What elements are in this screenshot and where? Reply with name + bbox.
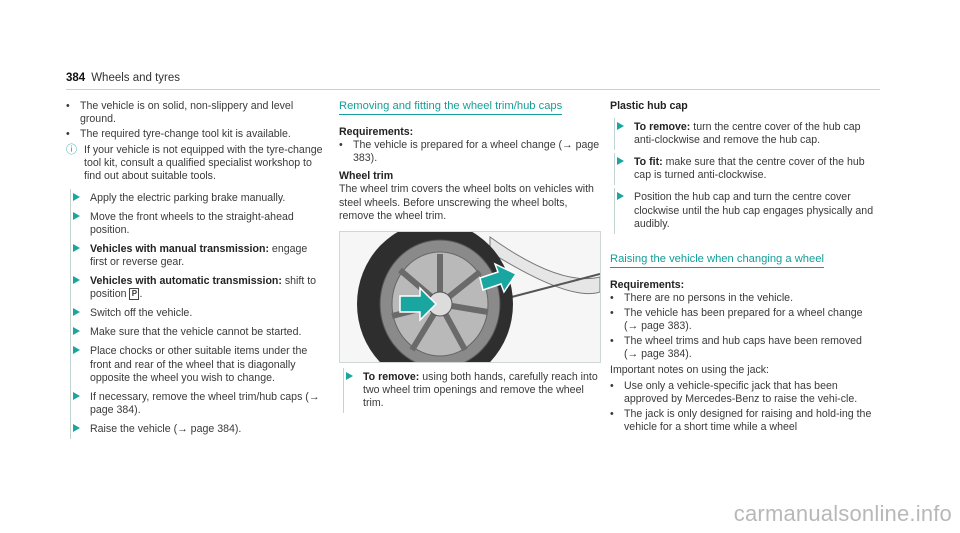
- step-item: Apply the electric parking brake manuall…: [66, 188, 324, 208]
- park-position-icon: P: [129, 288, 140, 301]
- list-item: •The wheel trims and hub caps have been …: [610, 335, 862, 361]
- requirements-label: Requirements:: [610, 278, 685, 291]
- subheading: Plastic hub cap: [610, 100, 688, 112]
- step-arrow-icon: [73, 276, 80, 285]
- step-arrow-icon: [73, 308, 80, 317]
- subheading: Wheel trim: [339, 170, 394, 183]
- column-3: Plastic hub cap To remove: turn the cent…: [610, 100, 878, 434]
- step-item: Vehicles with manual transmission: engag…: [66, 239, 324, 273]
- section-heading: Raising the vehicle when changing a whee…: [610, 253, 824, 268]
- list-item: •There are no persons in the vehicle.: [610, 291, 794, 304]
- info-icon: ⓘ: [66, 144, 77, 157]
- step-arrow-icon: [73, 192, 80, 201]
- column-1: •The vehicle is on solid, non-slippery a…: [66, 100, 324, 440]
- wheel-trim-illustration: [339, 230, 601, 363]
- step-arrow-icon: [73, 327, 80, 336]
- list-item: •The required tyre-change tool kit is av…: [66, 128, 291, 141]
- column-2: Removing and fitting the wheel trim/hub …: [339, 100, 601, 414]
- step-arrow-icon: [73, 211, 80, 220]
- list-item: •The vehicle is prepared for a wheel cha…: [339, 139, 600, 165]
- step-item: Position the hub cap and turn the centre…: [610, 188, 878, 235]
- step-item: Vehicles with automatic transmission: sh…: [66, 272, 324, 305]
- page-number: 384: [66, 72, 86, 84]
- step-arrow-icon: [617, 157, 624, 166]
- section-title: Wheels and tyres: [91, 72, 181, 84]
- step-item: Make sure that the vehicle cannot be sta…: [66, 323, 324, 343]
- step-item: To fit: make sure that the centre cover …: [610, 153, 878, 186]
- paragraph: The wheel trim covers the wheel bolts on…: [339, 183, 594, 222]
- step-arrow-icon: [73, 243, 80, 252]
- list-item: •Use only a vehicle-specific jack that h…: [610, 379, 858, 405]
- paragraph: Important notes on using the jack:: [610, 364, 769, 377]
- step-item: Place chocks or other suitable items und…: [66, 342, 324, 388]
- step-item: Raise the vehicle (→ page 384).: [66, 419, 324, 440]
- step-arrow-icon: [73, 391, 80, 400]
- step-arrow-icon: [73, 423, 80, 432]
- step-item: If necessary, remove the wheel trim/hub …: [66, 387, 324, 421]
- step-item: Switch off the vehicle.: [66, 304, 324, 324]
- list-item: •The vehicle has been prepared for a whe…: [610, 307, 863, 333]
- step-item: Move the front wheels to the straight-ah…: [66, 207, 324, 241]
- list-item: •The jack is only designed for raising a…: [610, 407, 872, 433]
- step-arrow-icon: [617, 192, 624, 201]
- wheel-illustration-icon: [340, 231, 600, 362]
- step-arrow-icon: [617, 122, 624, 131]
- step-item: To remove: turn the centre cover of the …: [610, 118, 878, 151]
- watermark: carmanualsonline.info: [733, 501, 952, 526]
- requirements-label: Requirements:: [339, 126, 414, 139]
- section-heading: Removing and fitting the wheel trim/hub …: [339, 100, 563, 116]
- header-rule: [66, 89, 880, 90]
- step-arrow-icon: [73, 346, 80, 355]
- step-arrow-icon: [346, 371, 353, 380]
- step-item: To remove: using both hands, carefully r…: [339, 367, 601, 414]
- list-item: •The vehicle is on solid, non-slippery a…: [66, 100, 294, 126]
- page-header: 384 Wheels and tyres: [66, 72, 180, 84]
